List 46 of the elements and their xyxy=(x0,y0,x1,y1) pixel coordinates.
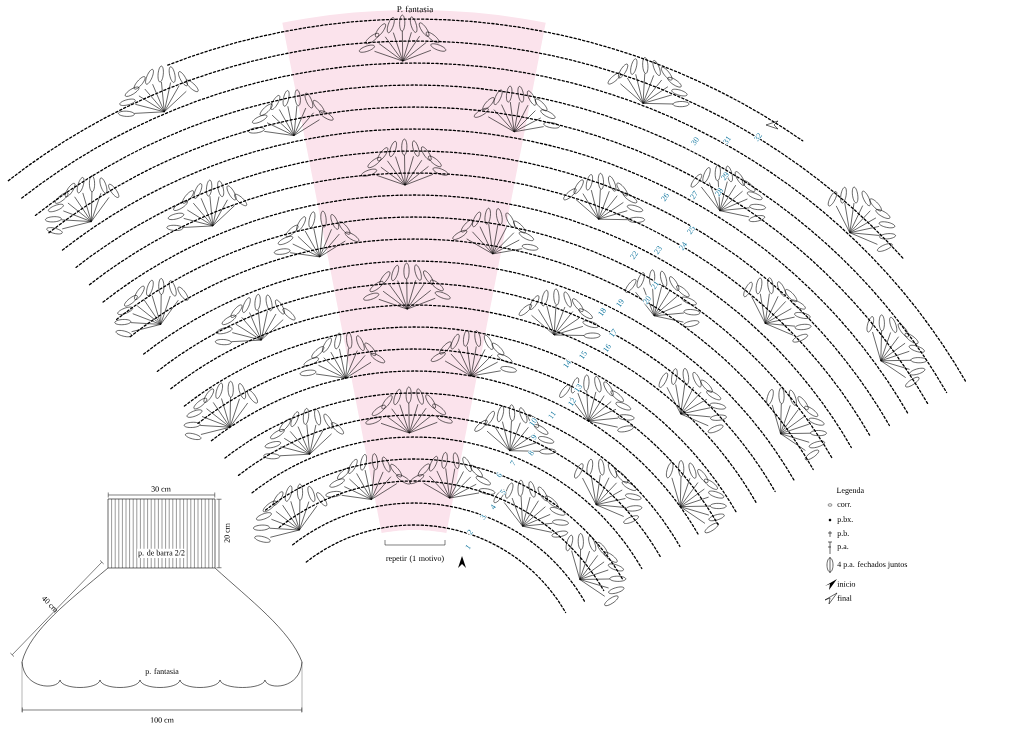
row-number: 17 xyxy=(607,327,619,339)
legend-text: 4 p.a. fechados juntos xyxy=(837,561,908,569)
legend-text: início xyxy=(837,581,856,587)
dimension-label: 100 cm xyxy=(150,717,174,723)
row-number: 5 xyxy=(499,488,508,496)
dimension-label: 20 cm xyxy=(224,523,230,543)
row-number: 9 xyxy=(529,433,539,441)
row-number: 25 xyxy=(685,224,697,236)
row-number: 15 xyxy=(577,349,589,361)
row-number: 21 xyxy=(649,279,661,291)
legend-text: p.a. xyxy=(837,545,849,551)
legend-text: final xyxy=(837,595,852,601)
row-number: 3 xyxy=(478,513,488,521)
legend-heading: Legenda xyxy=(836,487,864,495)
ribbed-panel: p. de barra 2/2 xyxy=(107,498,216,569)
title: P. fantasia xyxy=(397,5,434,13)
repeat-note: repetir (1 motivo) xyxy=(386,555,444,563)
row-number: 23 xyxy=(652,244,664,256)
row-number: 14 xyxy=(561,358,573,370)
row-number: 32 xyxy=(752,131,764,143)
row-number: 4 xyxy=(489,503,497,511)
row-number: 12 xyxy=(566,396,578,408)
row-number: 6 xyxy=(494,471,504,479)
legend-text: p.bx. xyxy=(837,516,853,524)
row-number: 19 xyxy=(614,297,626,309)
row-number: 30 xyxy=(689,135,701,147)
legend-text: corr. xyxy=(837,503,852,507)
row-number: 31 xyxy=(721,134,733,146)
row-number: 13 xyxy=(572,382,584,394)
row-number: 7 xyxy=(509,459,517,467)
row-number: 22 xyxy=(628,249,640,261)
row-number: 18 xyxy=(596,306,608,318)
row-number: 11 xyxy=(546,409,558,421)
row-number: 10 xyxy=(527,416,539,428)
row-number: 29 xyxy=(719,170,731,182)
row-number: 8 xyxy=(526,449,536,457)
row-number: 20 xyxy=(641,294,653,306)
row-number: 16 xyxy=(601,342,613,354)
row-number: 27 xyxy=(688,189,700,201)
row-number: 1 xyxy=(464,543,472,551)
legend-text: p.b. xyxy=(837,530,849,538)
row-number: 24 xyxy=(677,240,689,252)
dimension-label: 40 cm xyxy=(42,597,57,613)
row-number: 28 xyxy=(713,186,725,198)
row-number: 2 xyxy=(466,528,474,536)
row-number: 26 xyxy=(659,191,671,203)
